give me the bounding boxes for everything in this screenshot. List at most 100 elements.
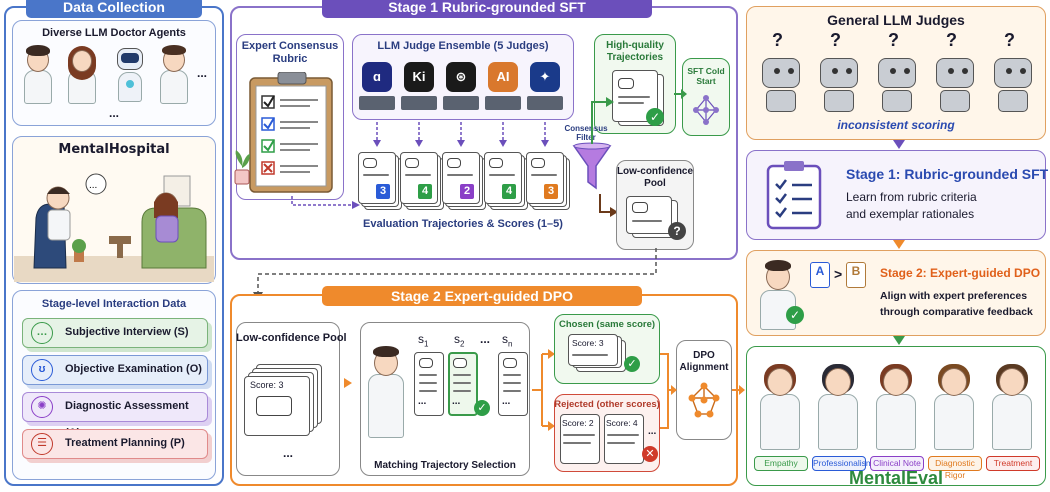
stage2-summary-desc-2: through comparative feedback	[880, 306, 1033, 318]
s2-label: s2	[454, 332, 465, 349]
laptop-icon	[359, 96, 395, 110]
svg-text:...: ...	[89, 180, 97, 191]
sn-label: sn	[502, 332, 513, 349]
stage-item-label: Subjective Interview (S)	[65, 326, 189, 338]
x-circle-icon: ✕	[642, 446, 658, 462]
interaction-data-title: Stage-level Interaction Data	[41, 298, 187, 310]
score-badge: 4	[418, 184, 432, 199]
sft-cold-start-label: SFT Cold Start	[687, 66, 725, 86]
laptop-icon	[443, 96, 479, 110]
stage-item-assessment: ✺ Diagnostic Assessment (A)	[22, 392, 208, 439]
card-ellipsis: ...	[502, 396, 511, 407]
arrow-icon	[344, 378, 352, 388]
matching-label: Matching Trajectory Selection	[374, 460, 516, 471]
question-mark: ?	[830, 30, 841, 50]
check-circle-icon: ✓	[474, 400, 490, 416]
network-icon	[688, 382, 720, 418]
robot-judge	[936, 58, 974, 88]
laptop-icon	[527, 96, 563, 110]
robot-judge	[820, 58, 858, 88]
question-mark: ?	[772, 30, 783, 50]
consensus-filter-label: Consensus Filter	[564, 124, 608, 142]
doc-a-icon: A	[810, 262, 830, 288]
trait-badge: Clinical Note	[870, 456, 924, 471]
question-mark: ?	[888, 30, 899, 50]
judge-to-trajectory-arrows	[373, 122, 549, 147]
question-mark: ?	[1004, 30, 1015, 50]
judge-4-icon: AI	[488, 62, 518, 92]
mental-hospital-label: MentalHospital	[58, 142, 170, 157]
check-circle-icon: ✓	[624, 356, 640, 372]
data-collection-title: Data Collection	[26, 0, 202, 18]
chat-bubble-icon	[632, 202, 648, 213]
check-circle-icon: ✓	[646, 108, 664, 126]
speech-bubble-icon: …	[31, 322, 53, 344]
more-ellipsis: ...	[108, 106, 119, 120]
stage2-summary-title: Stage 2: Expert-guided DPO	[880, 266, 1041, 280]
stage-item-subjective: … Subjective Interview (S)	[22, 318, 208, 348]
chat-bubble-icon	[531, 158, 545, 168]
stage2-pool-label: Low-confidence Pool	[236, 332, 347, 344]
rejected-score-1: Score: 2	[562, 418, 594, 428]
doc-b-icon: B	[846, 262, 866, 288]
rubric-label: Expert Consensus Rubric	[241, 40, 339, 65]
checklist-clipboard-icon	[766, 161, 822, 230]
doctor-agent-1	[20, 42, 56, 106]
expert-clinician	[364, 340, 408, 440]
stage-item-label: Objective Examination (O)	[65, 363, 202, 375]
judge-2-icon: Ki	[404, 62, 434, 92]
robot-judge	[878, 58, 916, 88]
chat-bubble-icon	[419, 358, 433, 368]
therapy-scene-illustration: ...	[14, 173, 214, 282]
stage1-summary-desc-2: and exemplar rationales	[846, 207, 975, 221]
stage-item-objective: ʊ Objective Examination (O)	[22, 355, 208, 385]
pool-score-text: Score: 3	[250, 380, 284, 390]
mentaleval-agent	[810, 356, 866, 452]
down-arrow-icon	[893, 336, 905, 345]
funnel-icon	[572, 142, 612, 190]
laptop-icon	[485, 96, 521, 110]
stethoscope-icon: ʊ	[31, 359, 53, 381]
trajectories-label: Evaluation Trajectories & Scores (1–5)	[363, 218, 563, 230]
mentaleval-agent	[868, 356, 924, 452]
dpo-alignment-label: DPO Alignment	[679, 350, 729, 373]
network-icon	[693, 95, 719, 125]
chat-bubble-icon	[618, 78, 634, 89]
stage-item-label: Treatment Planning (P)	[65, 437, 185, 449]
rejected-score-2: Score: 4	[606, 418, 638, 428]
mentaleval-brand: MentalEval	[848, 468, 944, 488]
branch-arrows	[532, 349, 555, 431]
trait-badge: Professionalism	[812, 456, 873, 471]
stage1-title: Stage 1 Rubric-grounded SFT	[322, 0, 652, 18]
branch-to-dpo-arrows	[660, 353, 677, 429]
brain-icon: ✺	[31, 396, 53, 418]
s1-label: s1	[418, 332, 429, 349]
dpo-to-mentaleval-arrow	[732, 385, 745, 395]
inconsistent-scoring-label: inconsistent scoring	[837, 118, 955, 132]
score-badge: 4	[502, 184, 516, 199]
stage1-summary-title: Stage 1: Rubric-grounded SFT	[846, 166, 1049, 182]
rejected-card-1	[560, 414, 600, 464]
compare-operator: >	[834, 266, 843, 282]
check-circle-icon: ✓	[786, 306, 804, 324]
mentaleval-agent	[752, 356, 808, 452]
judge-5-icon: ✦	[530, 62, 560, 92]
chat-bubble-icon	[503, 358, 517, 368]
chat-bubble-icon	[453, 358, 467, 368]
question-mark: ?	[946, 30, 957, 50]
rejected-ellipsis: ...	[648, 426, 657, 437]
rejected-label: Rejected (other scores)	[554, 399, 660, 410]
pool-card	[626, 196, 672, 234]
rejected-card-2	[604, 414, 644, 464]
judge-1-icon: ɑ	[362, 62, 392, 92]
judge-3-icon: ⊛	[446, 62, 476, 92]
s-ellipsis: ...	[480, 332, 491, 346]
stage2-title: Stage 2 Expert-guided DPO	[322, 286, 642, 306]
clipboard-checklist-icon	[249, 72, 333, 193]
chosen-score: Score: 3	[572, 338, 604, 348]
hq-trajectories-label: High-quality Trajectories	[606, 40, 664, 63]
hq-to-sft-arrow	[674, 89, 687, 99]
general-judges-title: General LLM Judges	[827, 12, 965, 28]
chat-bubble-icon	[405, 158, 419, 168]
more-agents-ellipsis: ...	[197, 66, 208, 80]
